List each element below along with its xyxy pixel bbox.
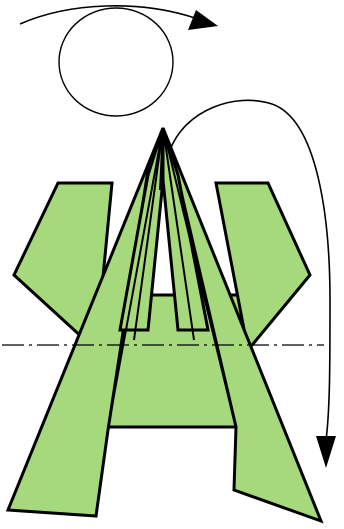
origami-paper — [8, 128, 321, 521]
turn-over-arrow-icon — [20, 6, 218, 30]
circle-symbol — [59, 8, 173, 116]
